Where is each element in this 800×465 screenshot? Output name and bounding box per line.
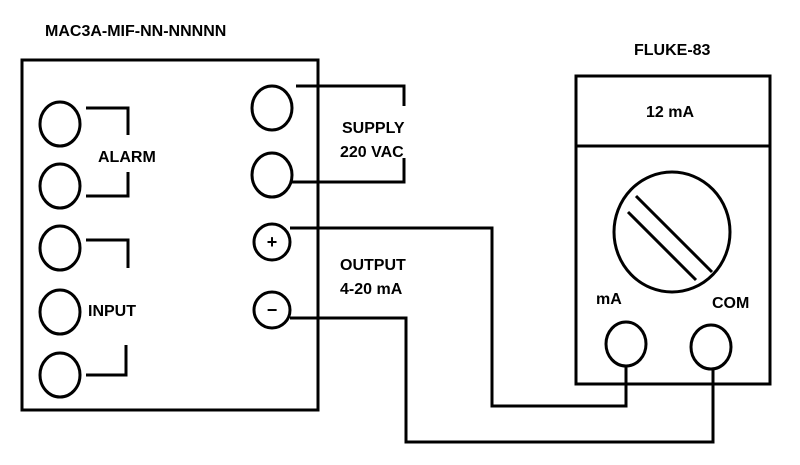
output-label-line2: 4-20 mA [340, 281, 403, 298]
input-label: INPUT [88, 303, 136, 320]
minus-sign: − [267, 300, 278, 320]
alarm-label: ALARM [98, 149, 156, 166]
output-label-line1: OUTPUT [340, 257, 406, 274]
wire-minus-to-com [290, 316, 715, 444]
input-bracket-top [86, 238, 130, 268]
terminal-supply-1 [250, 84, 294, 132]
terminal-output-minus [252, 290, 292, 330]
terminal-input-1 [38, 224, 82, 272]
jack-ma-label: mA [596, 291, 622, 308]
supply-wire-top [296, 84, 406, 106]
meter-dial [612, 170, 732, 294]
input-bracket-bottom [86, 345, 128, 377]
supply-label-line2: 220 VAC [340, 144, 404, 161]
terminal-input-2 [38, 288, 82, 336]
supply-label-line1: SUPPLY [342, 120, 405, 137]
plus-sign: + [267, 232, 278, 252]
dial-pointer-line-1 [634, 194, 714, 274]
wire-plus-to-ma [290, 226, 628, 408]
jack-ma [604, 320, 648, 368]
module-title: MAC3A-MIF-NN-NNNNN [45, 23, 226, 40]
terminal-input-3 [38, 351, 82, 399]
meter-body [574, 74, 772, 386]
alarm-bracket-top [86, 106, 130, 135]
terminal-supply-2 [250, 151, 294, 199]
module-box [20, 58, 320, 412]
terminal-alarm-2 [38, 162, 82, 210]
terminal-alarm-1 [38, 100, 82, 148]
terminal-output-plus [252, 222, 292, 262]
meter-display-value: 12 mA [646, 104, 694, 121]
meter-title: FLUKE-83 [634, 42, 711, 59]
jack-com-label: COM [712, 295, 749, 312]
jack-com [689, 323, 733, 371]
alarm-bracket-bottom [86, 172, 130, 198]
supply-wire-bottom [292, 158, 406, 184]
dial-pointer-line-2 [626, 210, 698, 282]
